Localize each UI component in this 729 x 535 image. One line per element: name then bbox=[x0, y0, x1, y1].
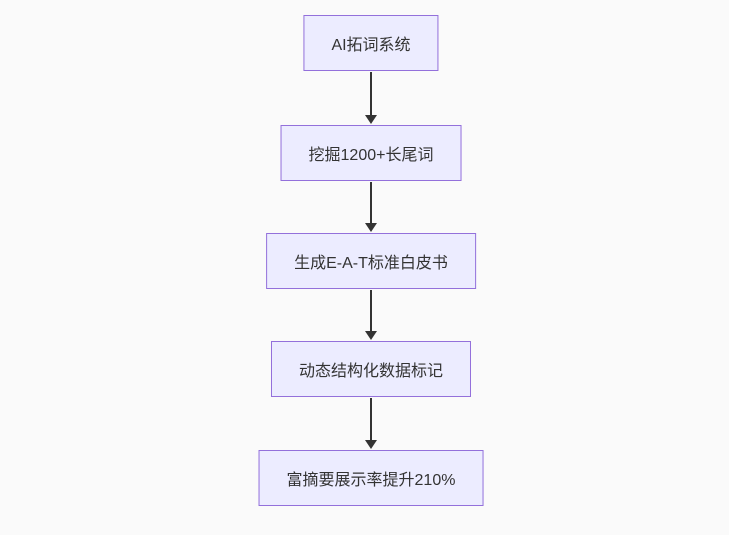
arrow-down-icon bbox=[365, 115, 377, 124]
flowchart-node-ai-word-expansion: AI拓词系统 bbox=[303, 15, 439, 71]
flowchart-node-structured-data-markup: 动态结构化数据标记 bbox=[270, 341, 472, 397]
edge-line bbox=[370, 72, 372, 115]
flowchart-node-eat-whitepaper: 生成E-A-T标准白皮书 bbox=[266, 233, 476, 289]
flowchart-node-longtail-keywords: 挖掘1200+长尾词 bbox=[280, 125, 462, 181]
edge-line bbox=[370, 290, 372, 331]
arrow-down-icon bbox=[365, 331, 377, 340]
edge-line bbox=[370, 398, 372, 440]
flowchart-edge-1 bbox=[365, 72, 377, 124]
flowchart-edge-2 bbox=[365, 182, 377, 232]
arrow-down-icon bbox=[365, 440, 377, 449]
flowchart-edge-3 bbox=[365, 290, 377, 340]
arrow-down-icon bbox=[365, 223, 377, 232]
flowchart-edge-4 bbox=[365, 398, 377, 449]
edge-line bbox=[370, 182, 372, 223]
flowchart-node-rich-snippet-rate: 富摘要展示率提升210% bbox=[258, 450, 484, 506]
